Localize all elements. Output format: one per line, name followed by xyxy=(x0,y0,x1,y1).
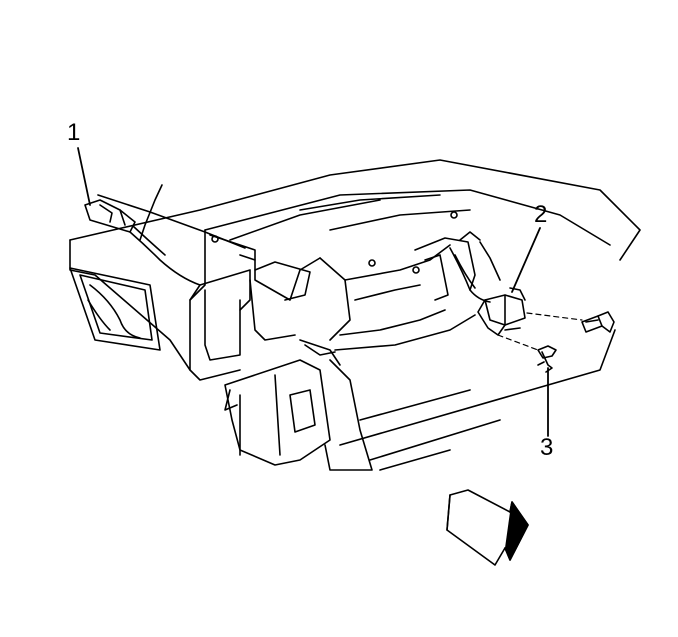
center-support-bracket xyxy=(209,211,476,366)
leader-lines xyxy=(77,147,549,437)
leader-line-2 xyxy=(511,227,541,293)
callout-2: 2 xyxy=(534,201,548,228)
bolt-install-path xyxy=(497,312,583,351)
harness-connector-1 xyxy=(84,184,246,286)
callout-3: 3 xyxy=(540,434,554,461)
retaining-bolt xyxy=(581,311,615,333)
body-panel-outline xyxy=(69,159,641,471)
radiator-support-left xyxy=(69,229,251,381)
push-pin-retainer xyxy=(537,345,557,373)
lower-bracket xyxy=(224,344,373,471)
callout-1: 1 xyxy=(67,119,81,146)
module-2 xyxy=(477,287,526,336)
leader-line-1 xyxy=(77,147,91,206)
vehicle-front-arrow-icon xyxy=(446,489,529,566)
module-mount-right xyxy=(414,231,501,303)
